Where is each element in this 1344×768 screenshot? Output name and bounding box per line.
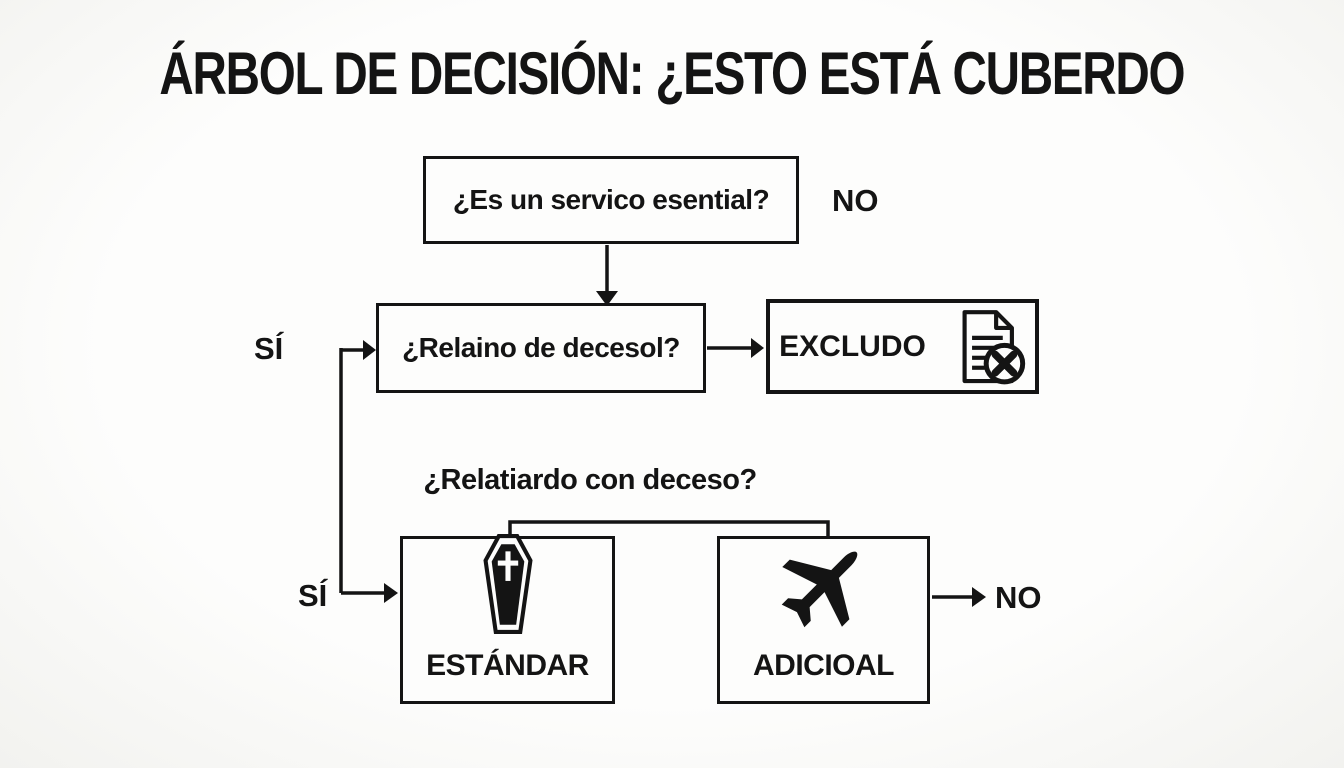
node-result-excluded: EXCLUDO — [766, 299, 1039, 394]
node-result-standard: ESTÁNDAR — [400, 533, 615, 704]
question-text: ¿Es un servico esential? — [452, 184, 770, 215]
arrow-q1-to-q2 — [596, 245, 618, 306]
node-question-essential-service: ¿Es un servico esential? — [423, 156, 799, 244]
branch-label-no-top: NO — [832, 183, 879, 218]
bracket-q3-branches — [508, 520, 830, 536]
arrow-q2-to-excluded — [707, 338, 764, 358]
branch-label-no-low: NO — [995, 580, 1042, 615]
node-question-claim-decease: ¿Relaino de decesol? — [376, 303, 706, 393]
result-label: EXCLUDO — [779, 329, 926, 363]
page-title: ÁRBOL DE DECISIÓN: ¿ESTO ESTÁ CUBERDO — [159, 39, 1186, 108]
result-label: ESTÁNDAR — [426, 649, 589, 682]
question-text-related-decease: ¿Relatiardo con deceso? — [423, 464, 757, 496]
airplane-icon — [774, 535, 874, 635]
question-text: ¿Relaino de decesol? — [402, 332, 680, 363]
document-cancel-icon — [948, 307, 1026, 387]
branch-label-si-low: SÍ — [298, 578, 328, 613]
coffin-icon — [477, 533, 539, 635]
arrow-additional-to-no — [932, 587, 986, 607]
arrow-si-to-q2 — [341, 340, 376, 360]
branch-label-si-mid: SÍ — [254, 331, 284, 366]
result-label: ADICIOAL — [753, 649, 895, 682]
arrow-si-to-standard — [341, 583, 398, 603]
node-result-additional: ADICIOAL — [717, 536, 930, 704]
